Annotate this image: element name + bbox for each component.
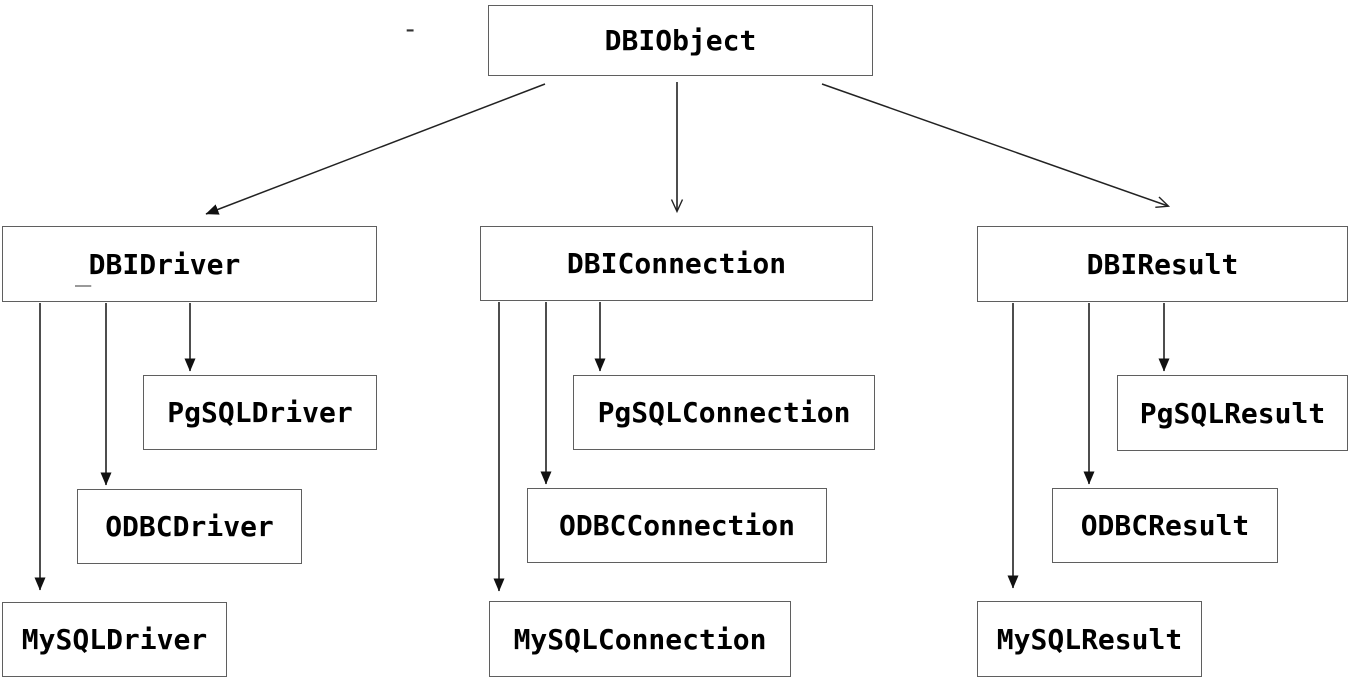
node-label-dbiresult: DBIResult xyxy=(1086,247,1239,281)
node-label-mysqldriver: MySQLDriver xyxy=(21,623,208,656)
edge-dbiobject-dbidriver xyxy=(205,83,546,215)
node-label-odbcdriver: ODBCDriver xyxy=(105,510,274,543)
node-odbcdriver: ODBCDriver xyxy=(77,489,302,564)
node-label-dbidriver: DBIDriver xyxy=(88,247,241,281)
node-dbidriver: DBIDriver xyxy=(2,226,377,302)
node-label-dbiobject: DBIObject xyxy=(604,24,757,57)
node-dbiconnection: DBIConnection xyxy=(480,226,873,301)
node-pgsqlconnection: PgSQLConnection xyxy=(573,375,875,450)
node-label-mysqlresult: MySQLResult xyxy=(996,622,1183,656)
node-odbcconnection: ODBCConnection xyxy=(527,488,827,563)
node-dbiresult: DBIResult xyxy=(977,226,1348,302)
node-mysqlconnection: MySQLConnection xyxy=(489,601,791,677)
node-label-pgsqlresult: PgSQLResult xyxy=(1139,396,1326,430)
edge-dbiobject-dbiresult xyxy=(821,83,1171,209)
node-pgsqldriver: PgSQLDriver xyxy=(143,375,377,450)
node-label-odbcconnection: ODBCConnection xyxy=(558,509,795,542)
node-label-pgsqldriver: PgSQLDriver xyxy=(167,396,353,429)
node-odbcresult: ODBCResult xyxy=(1052,488,1278,563)
node-mysqldriver: MySQLDriver xyxy=(2,602,227,677)
node-label-odbcresult: ODBCResult xyxy=(1080,509,1250,542)
node-pgsqlresult: PgSQLResult xyxy=(1117,375,1348,451)
stray-underscore-mark: _ xyxy=(75,256,92,287)
stray-dash-mark: - xyxy=(402,14,419,45)
node-label-dbiconnection: DBIConnection xyxy=(566,247,787,280)
node-mysqlresult: MySQLResult xyxy=(977,601,1202,677)
node-dbiobject: DBIObject xyxy=(488,5,873,76)
node-label-pgsqlconnection: PgSQLConnection xyxy=(597,396,851,429)
node-label-mysqlconnection: MySQLConnection xyxy=(513,622,767,656)
